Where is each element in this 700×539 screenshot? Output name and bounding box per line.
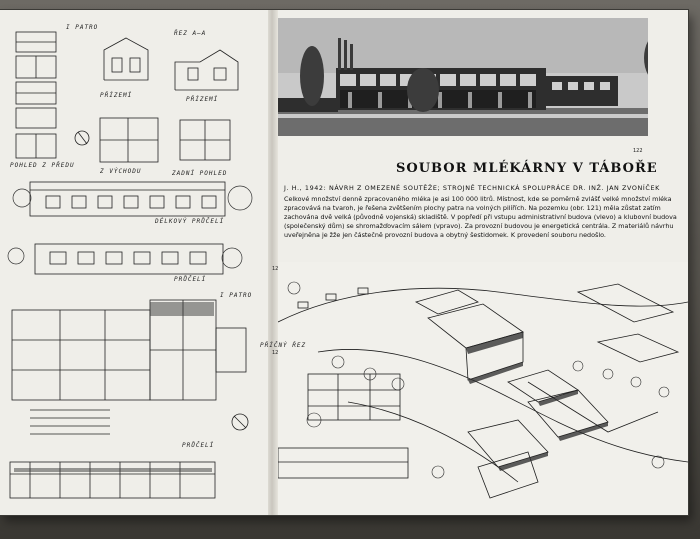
book-spine xyxy=(268,10,278,515)
label-cross-section: PŘÍČNÝ ŘEZ xyxy=(260,342,307,349)
label-floor-plan-i: I PATRO xyxy=(220,292,253,299)
right-page: 122 SOUBOR MLÉKÁRNY V TÁBOŘE J. H., 1942… xyxy=(260,10,688,515)
rendering-illustration xyxy=(278,18,672,136)
article-title: SOUBOR MLÉKÁRNY V TÁBOŘE xyxy=(396,161,658,176)
figure-number-aerial: 124 xyxy=(272,350,282,356)
open-book: I PATRO ŘEZ A–A PŘÍZEMÍ PŘÍZEMÍ POHLED Z… xyxy=(0,10,688,515)
article-paragraph: Celkové množství denně zpracovaného mlék… xyxy=(284,195,677,239)
label-front-view: POHLED Z PŘEDU xyxy=(10,162,75,169)
architectural-drawings xyxy=(7,31,253,499)
aerial-site-drawing xyxy=(278,262,688,515)
building-rendering xyxy=(278,18,672,136)
label-front-elevation: PRŮČELÍ xyxy=(174,276,207,283)
label-east-side: Z VÝCHODU xyxy=(100,168,142,175)
label-ground-floor-right: PŘÍZEMÍ xyxy=(186,96,219,103)
label-section-cut: ŘEZ A–A xyxy=(174,30,207,37)
left-page-drawings: I PATRO ŘEZ A–A PŘÍZEMÍ PŘÍZEMÍ POHLED Z… xyxy=(0,10,268,515)
article-body: Celkové množství denně zpracovaného mlék… xyxy=(284,195,680,240)
label-rear-view: ZADNÍ POHLED xyxy=(172,170,228,177)
label-long-elevation: DÉLKOVÝ PRŮČELÍ xyxy=(155,218,225,225)
label-floor-1: I PATRO xyxy=(66,24,99,31)
figure-number-plan: 123 xyxy=(272,266,282,272)
label-ground-floor-left: PŘÍZEMÍ xyxy=(100,92,133,99)
label-elevation-bottom: PRŮČELÍ xyxy=(182,442,215,449)
article-subtitle: J. H., 1942: NÁVRH Z OMEZENÉ SOUTĚŽE; ST… xyxy=(284,184,660,192)
figure-number-top: 122 xyxy=(633,148,643,154)
